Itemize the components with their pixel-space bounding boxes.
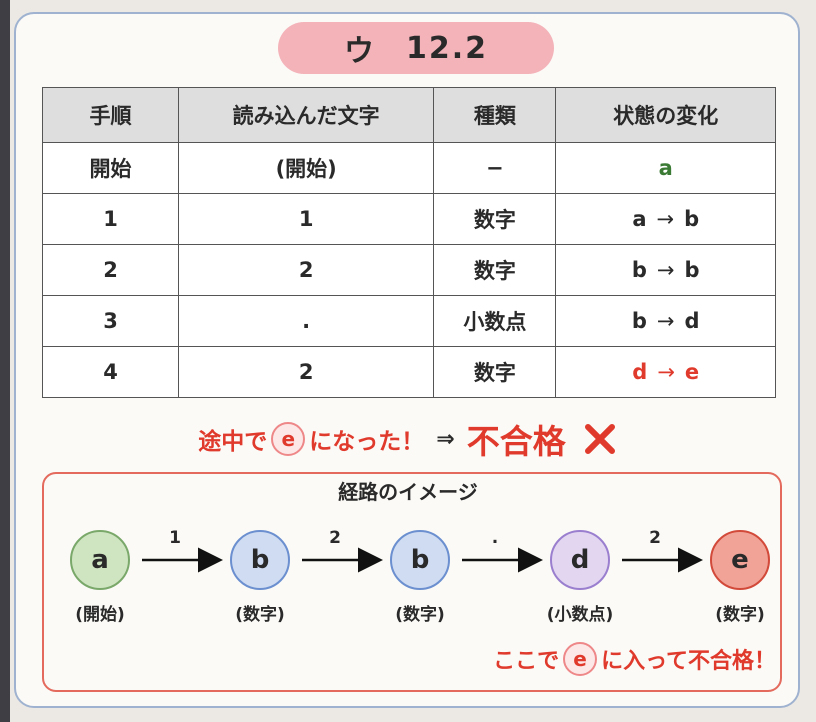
cell-char: (開始)	[178, 142, 435, 194]
route-node-label: (数字)	[715, 605, 765, 625]
cell-step: 1	[41, 193, 180, 245]
state-to: b	[684, 258, 700, 282]
route-edge-label: 2	[649, 528, 661, 548]
arrow-glyph: →	[657, 360, 675, 384]
title-option: ウ	[343, 34, 376, 69]
cell-state: a	[555, 142, 776, 194]
state-to: b	[684, 207, 700, 231]
cell-step: 開始	[41, 142, 180, 194]
route-node-label: (小数点)	[546, 605, 614, 625]
header-kind: 種類	[433, 87, 557, 143]
state-to: d	[684, 309, 700, 333]
route-edge-label: .	[491, 528, 499, 548]
state-e-badge: e	[563, 642, 598, 676]
state-from: d	[632, 360, 648, 384]
route-edge-label: 2	[329, 528, 341, 548]
cell-state: b → b	[555, 244, 776, 296]
final-post: に入って不合格！	[601, 649, 776, 674]
header-step: 手順	[41, 87, 180, 143]
header-state-change: 状態の変化	[555, 87, 776, 143]
state-e-badge: e	[271, 422, 306, 456]
route-edge-label: 1	[169, 528, 181, 548]
route-node-e: e	[710, 530, 770, 590]
table-row: 3 . 小数点 b→d	[41, 295, 776, 347]
route-node-label: (数字)	[395, 605, 445, 625]
result-line: 途中で e になった！ ⇒ 不合格	[0, 414, 816, 464]
cell-kind: 数字	[433, 346, 557, 398]
state-from: a	[632, 207, 647, 231]
route-node-a: a	[70, 530, 130, 590]
transition-table: 手順 読み込んだ文字 種類 状態の変化 開始 (開始) − a 1 1 数字 a…	[41, 87, 776, 398]
route-title: 経路のイメージ	[338, 480, 478, 504]
cell-char: 2	[178, 244, 435, 296]
table-row: 4 2 数字 d → e	[41, 346, 776, 398]
arrow-glyph: →	[656, 207, 675, 231]
title-input-string: 12.2	[405, 30, 489, 66]
title-badge: ウ 12.2	[278, 22, 554, 74]
cell-char: 1	[178, 193, 435, 245]
cell-step: 2	[41, 244, 180, 296]
table-row: 開始 (開始) − a	[41, 142, 776, 194]
cell-step: 4	[41, 346, 180, 398]
route-node-b: b	[390, 530, 450, 590]
cell-char: 2	[178, 346, 435, 398]
cell-kind: −	[433, 142, 557, 194]
cell-state: d → e	[555, 346, 776, 398]
final-message: ここで e に入って不合格！	[0, 642, 776, 676]
route-box	[42, 472, 782, 692]
arrow-glyph: →	[656, 309, 675, 333]
arrow-glyph: →	[656, 258, 675, 282]
table-row: 2 2 数字 b → b	[41, 244, 776, 296]
implies-glyph: ⇒	[436, 426, 455, 452]
route-node-label: (開始)	[75, 605, 125, 625]
route-node-label: (数字)	[235, 605, 285, 625]
table-row: 1 1 数字 a → b	[41, 193, 776, 245]
route-node-b: b	[230, 530, 290, 590]
state-to: e	[684, 360, 700, 384]
state-from: b	[631, 309, 647, 333]
table-header-row: 手順 読み込んだ文字 種類 状態の変化	[41, 87, 776, 143]
x-mark-icon	[584, 424, 615, 454]
cell-state: a → b	[555, 193, 776, 245]
cell-kind: 数字	[433, 244, 557, 296]
cell-kind: 小数点	[433, 295, 557, 347]
cell-step: 3	[41, 295, 180, 347]
cell-kind: 数字	[433, 193, 557, 245]
result-verdict: 不合格	[466, 422, 566, 461]
header-char: 読み込んだ文字	[178, 87, 435, 143]
result-post: になった！	[309, 429, 425, 455]
final-pre: ここで	[493, 649, 560, 674]
result-pre: 途中で	[198, 429, 268, 455]
route-node-d: d	[550, 530, 610, 590]
state-from: b	[631, 258, 647, 282]
state-from: a	[658, 156, 673, 180]
left-edge	[0, 0, 10, 722]
